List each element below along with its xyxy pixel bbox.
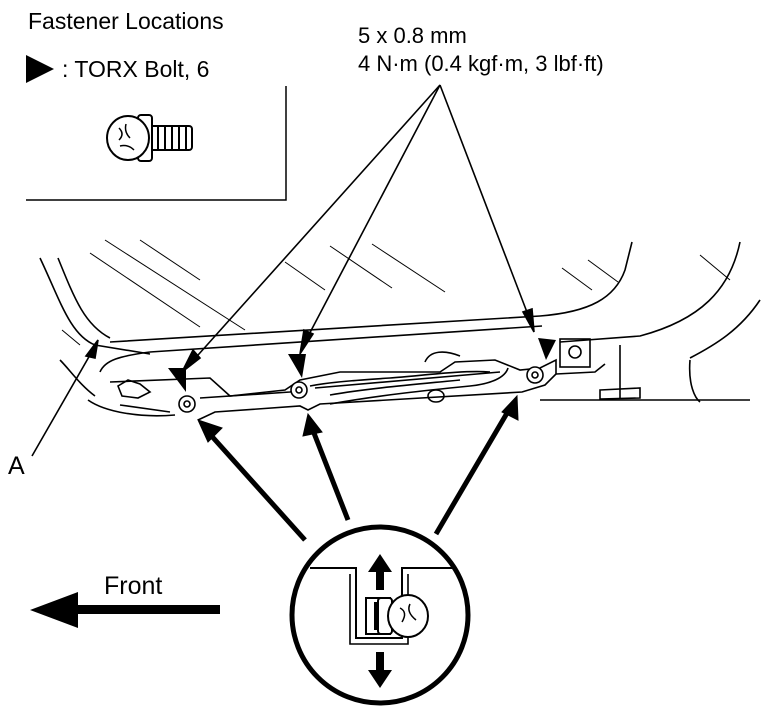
callout-label-a: A	[8, 452, 25, 480]
front-direction-label: Front	[104, 572, 162, 600]
front-arrow-icon	[30, 592, 220, 628]
torx-bolt-icon	[178, 395, 196, 413]
triangle-marker-icon	[538, 338, 556, 360]
detail-arrows	[197, 394, 519, 542]
arrow-up-icon	[368, 554, 392, 590]
legend-marker-label: : TORX Bolt, 6	[62, 56, 209, 82]
detail-magnifier	[289, 524, 471, 706]
bolt-size-label: 5 x 0.8 mm	[358, 23, 467, 48]
torx-bolt-icon	[526, 366, 544, 384]
triangle-marker-icon	[168, 368, 186, 392]
torx-bolt-icon	[365, 594, 429, 638]
torx-bolt-icon	[290, 381, 308, 399]
arrow-down-icon	[368, 652, 392, 688]
door-sill-panel	[39, 239, 761, 421]
legend-box: Fastener Locations : TORX Bolt, 6	[26, 8, 287, 201]
spec-leader-lines	[181, 84, 535, 373]
legend-frame	[26, 86, 287, 201]
torque-label: 4 N·m (0.4 kgf·m, 3 lbf·ft)	[358, 51, 604, 76]
torx-bolt-icon	[106, 114, 193, 162]
legend-title: Fastener Locations	[28, 8, 224, 34]
callout-a-leader	[31, 339, 99, 457]
triangle-marker-icon	[26, 55, 54, 83]
triangle-marker-icon	[288, 354, 306, 378]
glass-hatching	[61, 239, 731, 346]
